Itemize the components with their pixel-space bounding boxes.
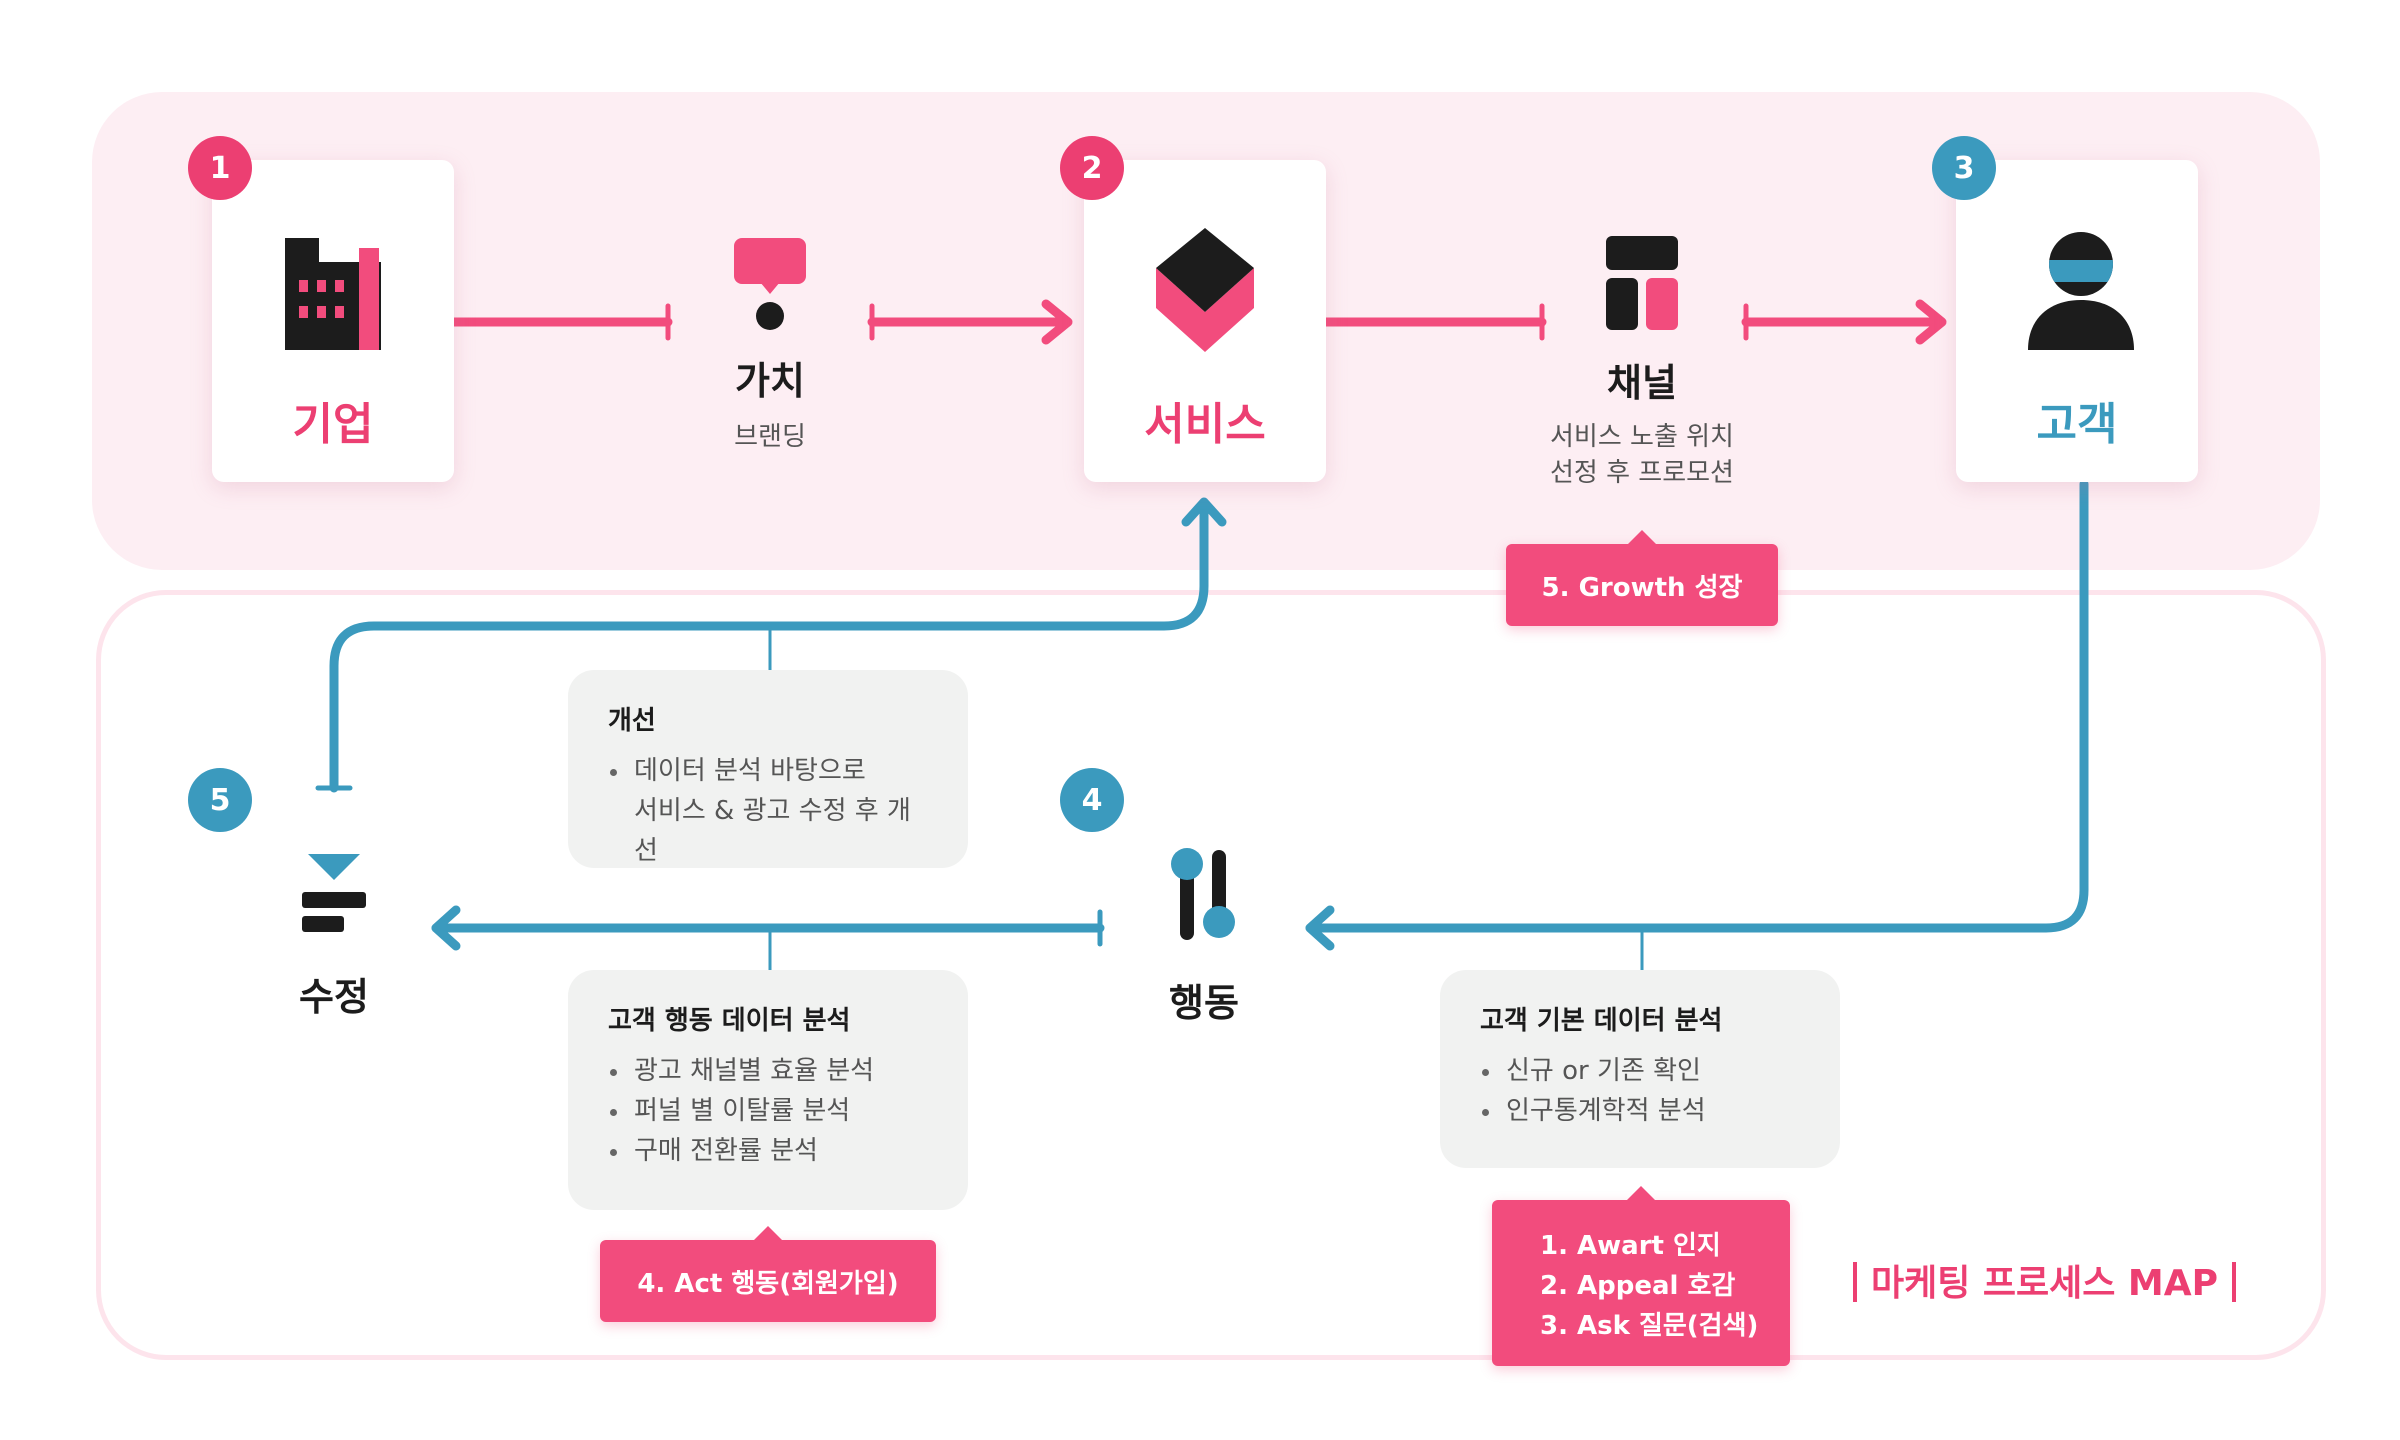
note-basic-title: 고객 기본 데이터 분석 xyxy=(1480,1006,1723,1036)
tag-act-label: 4. Act 행동(회원가입) xyxy=(637,1268,899,1299)
tag-act: 4. Act 행동(회원가입) xyxy=(600,1226,936,1322)
layout-icon xyxy=(1606,236,1678,330)
note-behavior-item: 퍼널 별 이탈률 분석 xyxy=(608,1091,928,1131)
node-value[interactable]: 가치 브랜딩 xyxy=(640,236,900,455)
card-service-label: 서비스 xyxy=(1144,399,1266,450)
note-behavior-title: 고객 행동 데이터 분석 xyxy=(608,1006,851,1036)
tag-awareness: 1. Awart 인지 2. Appeal 호감 3. Ask 질문(검색) xyxy=(1492,1186,1790,1366)
card-company-label: 기업 xyxy=(292,399,374,450)
connector-action-edit-arrow xyxy=(431,905,461,951)
node-channel-label: 채널 xyxy=(1607,361,1677,405)
note-basic: 고객 기본 데이터 분석 신규 or 기존 확인 인구통계학적 분석 xyxy=(1440,970,1840,1168)
title-bar-right xyxy=(2232,1262,2236,1302)
cube-icon xyxy=(1156,228,1254,352)
step-badge-5: 5 xyxy=(188,768,252,832)
node-edit-label: 수정 xyxy=(299,975,369,1019)
node-channel-sub-2: 선정 후 프로모션 xyxy=(1550,458,1734,488)
connector-channel-customer-arrow xyxy=(1915,299,1947,345)
tag-awareness-line: 2. Appeal 호감 xyxy=(1540,1271,1736,1301)
note-behavior-item: 구매 전환률 분석 xyxy=(608,1131,928,1171)
step-badge-4: 4 xyxy=(1060,768,1124,832)
step-badge-1: 1 xyxy=(188,136,252,200)
tag-growth-label: 5. Growth 성장 xyxy=(1541,572,1743,603)
step-badge-2: 2 xyxy=(1060,136,1124,200)
connector-value-service-arrow xyxy=(1041,299,1073,345)
step-badge-3: 3 xyxy=(1932,136,1996,200)
note-improve-item: 서비스 & 광고 수정 후 개선 xyxy=(634,796,911,866)
speech-bubble-icon xyxy=(734,238,806,330)
card-customer[interactable]: 고객 xyxy=(1956,160,2198,482)
map-title: 마케팅 프로세스 MAP xyxy=(1839,1254,2250,1306)
connector-edit-service-arrow xyxy=(1181,497,1227,527)
map-title-text: 마케팅 프로세스 MAP xyxy=(1871,1263,2218,1304)
node-value-label: 가치 xyxy=(735,359,805,403)
connector-customer-action xyxy=(1305,479,2089,933)
node-value-sub: 브랜딩 xyxy=(734,422,806,452)
sliders-icon xyxy=(1171,848,1235,940)
title-bar-left xyxy=(1853,1262,1858,1302)
tag-awareness-line: 1. Awart 인지 xyxy=(1540,1231,1721,1261)
note-improve-item: 데이터 분석 바탕으로 xyxy=(608,751,928,791)
card-company[interactable]: 기업 xyxy=(212,160,454,482)
tag-growth: 5. Growth 성장 xyxy=(1506,530,1778,626)
card-customer-label: 고객 xyxy=(2036,399,2118,450)
note-behavior: 고객 행동 데이터 분석 광고 채널별 효율 분석 퍼널 별 이탈률 분석 구매… xyxy=(568,970,968,1210)
person-icon xyxy=(2028,232,2134,350)
connector-edit-service xyxy=(329,499,1209,793)
funnel-icon xyxy=(302,854,366,932)
node-action[interactable]: 행동 xyxy=(1104,848,1304,1027)
connector-customer-action-arrow xyxy=(1305,905,1335,951)
node-action-label: 행동 xyxy=(1169,981,1239,1025)
note-basic-item: 인구통계학적 분석 xyxy=(1480,1091,1800,1131)
building-icon xyxy=(285,238,381,350)
card-service[interactable]: 서비스 xyxy=(1084,160,1326,482)
note-improve: 개선 데이터 분석 바탕으로 서비스 & 광고 수정 후 개선 xyxy=(568,670,968,868)
node-edit[interactable]: 수정 xyxy=(234,854,434,1021)
bottom-panel xyxy=(96,590,2326,1360)
node-channel[interactable]: 채널 서비스 노출 위치 선정 후 프로모션 xyxy=(1492,236,1792,491)
note-improve-title: 개선 xyxy=(608,706,656,736)
note-behavior-item: 광고 채널별 효율 분석 xyxy=(608,1051,928,1091)
tag-awareness-line: 3. Ask 질문(검색) xyxy=(1540,1311,1759,1341)
note-basic-item: 신규 or 기존 확인 xyxy=(1480,1051,1800,1091)
node-channel-sub-1: 서비스 노출 위치 xyxy=(1550,422,1734,452)
